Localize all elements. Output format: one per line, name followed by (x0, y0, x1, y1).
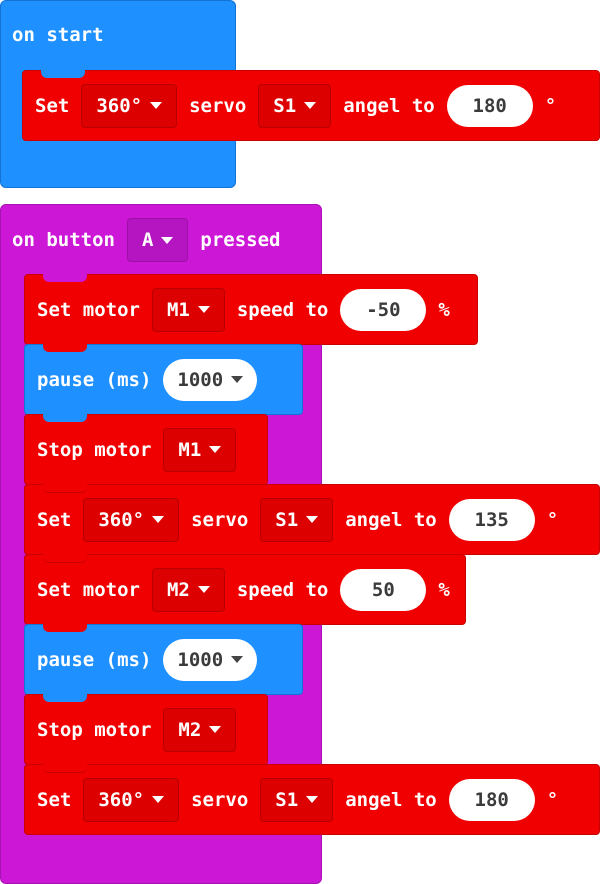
percent-unit: % (438, 298, 450, 321)
angel-to-label: angel to (345, 788, 437, 811)
servo-type-value: 360° (96, 94, 143, 117)
speed-input[interactable]: -50 (340, 288, 427, 331)
servo-type-dropdown[interactable]: 360° (83, 777, 180, 822)
motor-value: M2 (166, 578, 190, 601)
speed-input[interactable]: 50 (340, 568, 427, 611)
button-dropdown[interactable]: A (126, 218, 189, 262)
chevron-down-icon (306, 516, 319, 523)
set-label: Set (37, 508, 72, 531)
servo-type-dropdown[interactable]: 360° (81, 83, 178, 128)
set-motor-label: Set motor (37, 298, 140, 321)
servo-port-dropdown[interactable]: S1 (260, 497, 334, 542)
chevron-down-icon (152, 796, 165, 803)
pause-label: pause (ms) (37, 648, 152, 671)
stop-motor-label: Stop motor (37, 438, 152, 461)
button-value: A (141, 229, 154, 251)
motor-dropdown[interactable]: M1 (151, 287, 225, 332)
stop-motor-block[interactable]: Stop motor M2 (24, 694, 268, 765)
motor-value: M2 (178, 718, 202, 741)
on-button-label: on button (12, 229, 115, 251)
chevron-down-icon (197, 306, 210, 313)
degree-unit: ° (544, 94, 557, 117)
pause-label: pause (ms) (37, 368, 152, 391)
angle-input[interactable]: 180 (446, 84, 533, 127)
chevron-down-icon (304, 102, 317, 109)
pause-duration-dropdown[interactable]: 1000 (163, 638, 258, 681)
chevron-down-icon (150, 102, 163, 109)
servo-port-value: S1 (273, 94, 297, 117)
set-motor-speed-block[interactable]: Set motor M1 speed to -50 % (24, 274, 478, 345)
motor-dropdown[interactable]: M2 (151, 567, 225, 612)
motor-dropdown[interactable]: M2 (163, 707, 237, 752)
chevron-down-icon (152, 516, 165, 523)
on-button-header: on button A pressed (0, 204, 344, 276)
speed-to-label: speed to (236, 578, 329, 601)
stop-motor-block[interactable]: Stop motor M1 (24, 414, 268, 485)
angel-to-label: angel to (345, 508, 437, 531)
set-label: Set (37, 788, 72, 811)
motor-value: M1 (166, 298, 190, 321)
pause-duration-value: 1000 (177, 648, 224, 671)
servo-port-dropdown[interactable]: S1 (258, 83, 332, 128)
chevron-down-icon (231, 376, 244, 383)
servo-label: servo (191, 788, 249, 811)
on-start-label: on start (12, 24, 104, 46)
servo-port-dropdown[interactable]: S1 (260, 777, 334, 822)
pause-duration-value: 1000 (177, 368, 224, 391)
motor-dropdown[interactable]: M1 (163, 427, 237, 472)
degree-unit: ° (546, 788, 559, 811)
percent-unit: % (438, 578, 450, 601)
set-motor-speed-block[interactable]: Set motor M2 speed to 50 % (24, 554, 466, 625)
servo-type-value: 360° (98, 508, 145, 531)
stop-motor-label: Stop motor (37, 718, 152, 741)
chevron-down-icon (209, 446, 222, 453)
chevron-down-icon (231, 656, 244, 663)
angel-to-label: angel to (343, 94, 435, 117)
angle-input[interactable]: 180 (448, 778, 535, 821)
servo-label: servo (191, 508, 249, 531)
servo-type-value: 360° (98, 788, 145, 811)
set-motor-label: Set motor (37, 578, 140, 601)
degree-unit: ° (546, 508, 559, 531)
servo-port-value: S1 (275, 508, 299, 531)
chevron-down-icon (161, 236, 174, 244)
set-label: Set (35, 94, 70, 117)
pressed-label: pressed (200, 229, 281, 251)
speed-to-label: speed to (236, 298, 329, 321)
pause-duration-dropdown[interactable]: 1000 (163, 358, 258, 401)
set-servo-block[interactable]: Set 360° servo S1 angel to 180 ° (24, 764, 600, 835)
chevron-down-icon (306, 796, 319, 803)
motor-value: M1 (178, 438, 202, 461)
set-servo-block[interactable]: Set 360° servo S1 angel to 135 ° (24, 484, 600, 555)
servo-label: servo (189, 94, 247, 117)
servo-port-value: S1 (275, 788, 299, 811)
angle-input[interactable]: 135 (448, 498, 535, 541)
chevron-down-icon (197, 586, 210, 593)
pause-block[interactable]: pause (ms) 1000 (24, 344, 303, 415)
servo-type-dropdown[interactable]: 360° (83, 497, 180, 542)
set-servo-block[interactable]: Set 360° servo S1 angel to 180 ° (22, 70, 600, 141)
pause-block[interactable]: pause (ms) 1000 (24, 624, 303, 695)
chevron-down-icon (209, 726, 222, 733)
